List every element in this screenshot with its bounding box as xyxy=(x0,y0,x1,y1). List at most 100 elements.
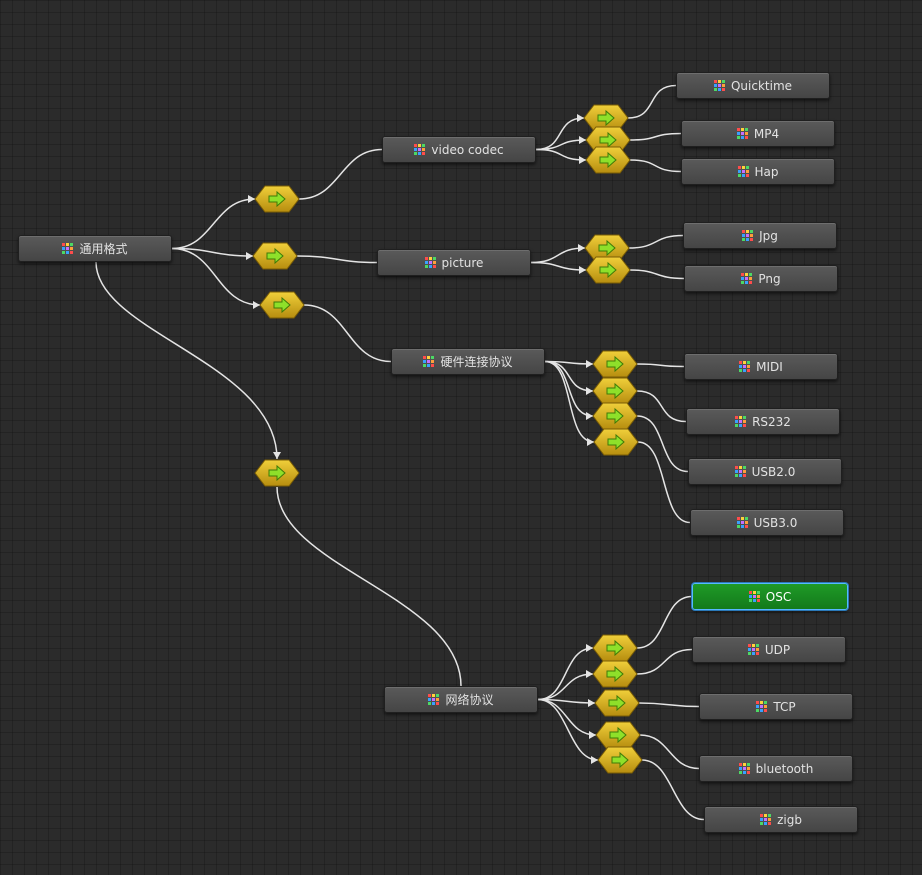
transition-midi[interactable] xyxy=(592,350,638,378)
wire-t_video-to-video xyxy=(298,148,383,200)
wire-picture-to-t_jpg xyxy=(530,247,586,264)
grid-icon xyxy=(760,814,772,825)
transition-udp[interactable] xyxy=(592,660,638,688)
wire-t_jpg-to-jpg xyxy=(628,234,684,249)
wire-root-to-t_hardware xyxy=(171,247,261,306)
state-node-png[interactable]: Png xyxy=(684,265,838,292)
grid-icon xyxy=(424,257,436,268)
state-node-picture[interactable]: picture xyxy=(377,249,531,276)
wire-hardware-to-t_rs232 xyxy=(544,360,594,392)
grid-icon xyxy=(739,361,751,372)
transition-usb2[interactable] xyxy=(592,402,638,430)
state-node-video[interactable]: video codec xyxy=(382,136,536,163)
wire-video-to-t_hap xyxy=(535,148,587,161)
state-node-network[interactable]: 网络协议 xyxy=(384,686,538,713)
wire-t_rs232-to-rs232 xyxy=(636,390,687,423)
transition-zigb[interactable] xyxy=(597,746,643,774)
state-node-udp[interactable]: UDP xyxy=(692,636,846,663)
grid-icon xyxy=(62,243,74,254)
wire-network-to-t_zigb xyxy=(537,698,599,761)
wire-t_midi-to-midi xyxy=(636,363,685,368)
transition-hap[interactable] xyxy=(585,146,631,174)
transition-usb3[interactable] xyxy=(593,428,639,456)
wire-t_usb3-to-usb3 xyxy=(637,441,691,524)
state-node-midi[interactable]: MIDI xyxy=(684,353,838,380)
wire-t_usb2-to-usb2 xyxy=(636,415,689,473)
state-node-label: 通用格式 xyxy=(79,242,128,256)
state-node-label: Hap xyxy=(754,164,779,179)
transition-video[interactable] xyxy=(254,185,300,213)
state-node-mp4[interactable]: MP4 xyxy=(681,120,835,147)
transition-network[interactable] xyxy=(254,459,300,487)
grid-icon xyxy=(737,166,749,177)
state-node-hap[interactable]: Hap xyxy=(681,158,835,185)
transition-hexagon-icon xyxy=(592,660,638,688)
grid-icon xyxy=(735,416,747,427)
transition-hexagon-icon xyxy=(585,146,631,174)
wire-t_quicktime-to-quicktime xyxy=(627,84,677,119)
state-node-label: 网络协议 xyxy=(445,693,494,707)
transition-hexagon-icon xyxy=(594,689,640,717)
transition-hexagon-icon xyxy=(584,234,630,262)
wire-t_tcp-to-tcp xyxy=(638,702,700,708)
wire-hardware-to-t_usb3 xyxy=(544,360,595,443)
wire-video-to-t_quicktime xyxy=(535,117,585,151)
wire-hardware-to-t_usb2 xyxy=(544,360,594,417)
state-node-label: Png xyxy=(758,271,781,286)
grid-icon xyxy=(738,763,750,774)
state-node-label: USB2.0 xyxy=(751,464,796,479)
transition-hexagon-icon xyxy=(592,350,638,378)
state-node-rs232[interactable]: RS232 xyxy=(686,408,840,435)
state-node-label: video codec xyxy=(431,142,504,157)
wire-t_mp4-to-mp4 xyxy=(629,132,682,141)
state-node-usb2[interactable]: USB2.0 xyxy=(688,458,842,485)
wire-network-to-t_tcp xyxy=(537,698,596,704)
state-node-zigb[interactable]: zigb xyxy=(704,806,858,833)
wire-network-to-t_osc xyxy=(537,647,594,701)
transition-hexagon-icon xyxy=(592,377,638,405)
transition-hexagon-icon xyxy=(597,746,643,774)
state-node-bluetooth[interactable]: bluetooth xyxy=(699,755,853,782)
state-node-label: MIDI xyxy=(756,359,783,374)
transition-hexagon-icon xyxy=(592,634,638,662)
state-node-label: zigb xyxy=(777,812,802,827)
transition-hexagon-icon xyxy=(259,291,305,319)
grid-icon xyxy=(734,466,746,477)
transition-jpg[interactable] xyxy=(584,234,630,262)
grid-icon xyxy=(736,517,748,528)
transition-png[interactable] xyxy=(585,256,631,284)
wire-network-to-t_bluetooth xyxy=(537,698,597,736)
transition-rs232[interactable] xyxy=(592,377,638,405)
grid-icon xyxy=(428,694,440,705)
state-node-label: 硬件连接协议 xyxy=(440,355,513,369)
transition-tcp[interactable] xyxy=(594,689,640,717)
grid-icon xyxy=(423,356,435,367)
wire-t_zigb-to-zigb xyxy=(641,759,705,821)
wire-root-to-t_network xyxy=(95,261,278,460)
wire-network-to-t_udp xyxy=(537,673,594,701)
grid-icon xyxy=(741,273,753,284)
transition-bluetooth[interactable] xyxy=(595,721,641,749)
state-node-jpg[interactable]: Jpg xyxy=(683,222,837,249)
wire-t_udp-to-udp xyxy=(636,648,693,675)
wire-arrowhead xyxy=(273,452,281,459)
state-node-osc[interactable]: OSC xyxy=(692,583,848,610)
transition-hardware[interactable] xyxy=(259,291,305,319)
transition-quicktime[interactable] xyxy=(583,104,629,132)
state-node-label: bluetooth xyxy=(755,761,814,776)
transition-picture[interactable] xyxy=(252,242,298,270)
transition-hexagon-icon xyxy=(254,459,300,487)
state-node-quicktime[interactable]: Quicktime xyxy=(676,72,830,99)
wire-root-to-t_video xyxy=(171,198,256,250)
state-node-label: RS232 xyxy=(752,414,791,429)
transition-osc[interactable] xyxy=(592,634,638,662)
state-node-tcp[interactable]: TCP xyxy=(699,693,853,720)
state-node-root[interactable]: 通用格式 xyxy=(18,235,172,262)
state-node-usb3[interactable]: USB3.0 xyxy=(690,509,844,536)
transition-hexagon-icon xyxy=(592,402,638,430)
state-node-label: USB3.0 xyxy=(753,515,798,530)
state-node-hardware[interactable]: 硬件连接协议 xyxy=(391,348,545,375)
state-node-label: Quicktime xyxy=(730,78,793,93)
wire-t_picture-to-picture xyxy=(296,255,378,264)
